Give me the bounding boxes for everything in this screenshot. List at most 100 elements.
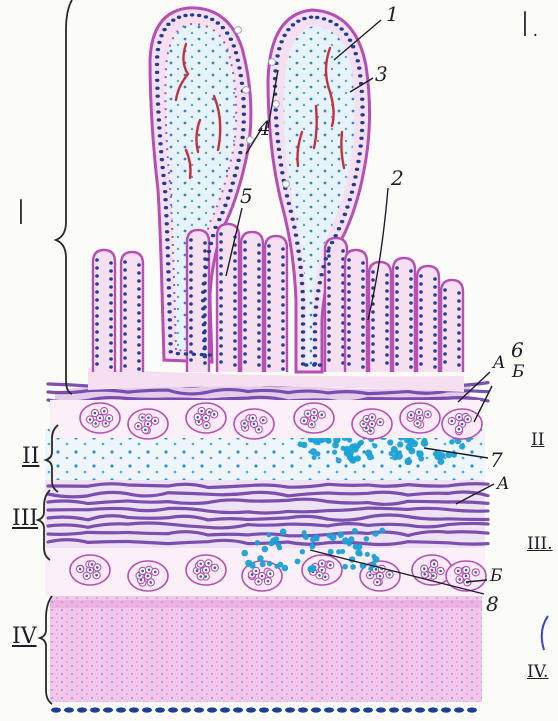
gland-cell [268, 540, 274, 546]
nucleus [157, 41, 161, 44]
gland-cell [329, 534, 336, 541]
gland-cell [255, 540, 260, 545]
nucleus [202, 282, 206, 285]
gland-cell [257, 555, 263, 561]
nucleus [443, 344, 447, 348]
nucleus [433, 333, 437, 337]
nucleus [109, 357, 113, 361]
basal-nucleus [376, 707, 386, 712]
nucleus [345, 205, 349, 208]
nucleus [219, 312, 223, 316]
cell-nucleus [458, 578, 461, 581]
cell-nucleus [375, 568, 378, 571]
nucleus [184, 352, 188, 355]
nucleus [301, 314, 305, 317]
basal-nucleus [272, 707, 282, 712]
nucleus [243, 352, 247, 356]
nucleus [165, 230, 169, 233]
nucleus [371, 318, 375, 322]
cell-nucleus [147, 416, 150, 419]
sublayer-6-b: Б [512, 364, 525, 381]
gland-cell [391, 446, 398, 453]
basal-nucleus [77, 707, 87, 712]
nucleus [257, 243, 261, 247]
cell-nucleus [318, 574, 321, 577]
nucleus [347, 322, 351, 326]
basal-nucleus [350, 707, 360, 712]
nucleus [109, 349, 113, 353]
nucleus [385, 361, 389, 365]
nucleus [204, 266, 208, 269]
nucleus [257, 307, 261, 311]
nucleus [233, 291, 237, 295]
nucleus [189, 318, 193, 322]
nucleus [177, 16, 181, 19]
nucleus [219, 280, 223, 284]
nucleus [281, 335, 285, 339]
nucleus [162, 28, 166, 31]
nucleus [281, 255, 285, 259]
nucleus [315, 16, 319, 19]
basal-nucleus [142, 707, 152, 712]
nucleus [352, 183, 356, 186]
nucleus [243, 288, 247, 292]
nucleus [167, 286, 171, 289]
nucleus [137, 263, 141, 267]
nucleus [155, 55, 159, 58]
corner-label: I. [520, 8, 541, 42]
nucleus [395, 274, 399, 278]
nucleus [155, 71, 159, 74]
nucleus [361, 325, 365, 329]
cell-nucleus [91, 563, 94, 566]
nucleus [348, 198, 352, 201]
nucleus [385, 289, 389, 293]
nucleus [267, 276, 271, 280]
nucleus [297, 258, 301, 261]
nucleus [419, 338, 423, 342]
basal-nucleus [207, 707, 217, 712]
nucleus [443, 312, 447, 316]
nucleus [276, 140, 280, 143]
nucleus [155, 79, 159, 82]
nucleus [167, 310, 171, 313]
nucleus [385, 313, 389, 317]
cell-nucleus [96, 566, 99, 569]
nucleus [356, 160, 360, 163]
gland-cell [405, 443, 412, 450]
nucleus [155, 94, 159, 97]
nucleus [281, 279, 285, 283]
nucleus [137, 359, 141, 363]
nucleus [321, 265, 325, 268]
nucleus [347, 306, 351, 310]
gland-cell [313, 534, 319, 540]
layer-label-iii: III [12, 508, 38, 530]
nucleus [235, 166, 239, 169]
cell-nucleus [79, 568, 82, 571]
cell-nucleus [261, 575, 264, 578]
nucleus [419, 290, 423, 294]
cell-nucleus [324, 575, 327, 578]
nucleus [168, 318, 172, 321]
goblet-cell [235, 27, 242, 34]
nucleus [109, 365, 113, 369]
gland-cell [350, 564, 356, 570]
nucleus [385, 297, 389, 301]
nucleus [385, 353, 389, 357]
nucleus [137, 327, 141, 331]
nucleus [278, 155, 282, 158]
nucleus [109, 341, 113, 345]
nucleus [109, 325, 113, 329]
nucleus [395, 306, 399, 310]
nucleus [395, 290, 399, 294]
nucleus [165, 222, 169, 225]
gland-cell [357, 441, 362, 446]
goblet-cell [243, 87, 250, 94]
nucleus [361, 309, 365, 313]
nucleus [360, 113, 364, 116]
cell-nucleus [426, 413, 429, 416]
nucleus [443, 288, 447, 292]
nucleus [257, 331, 261, 335]
nucleus [313, 322, 317, 325]
nucleus [354, 52, 358, 55]
cell-nucleus [365, 418, 368, 421]
